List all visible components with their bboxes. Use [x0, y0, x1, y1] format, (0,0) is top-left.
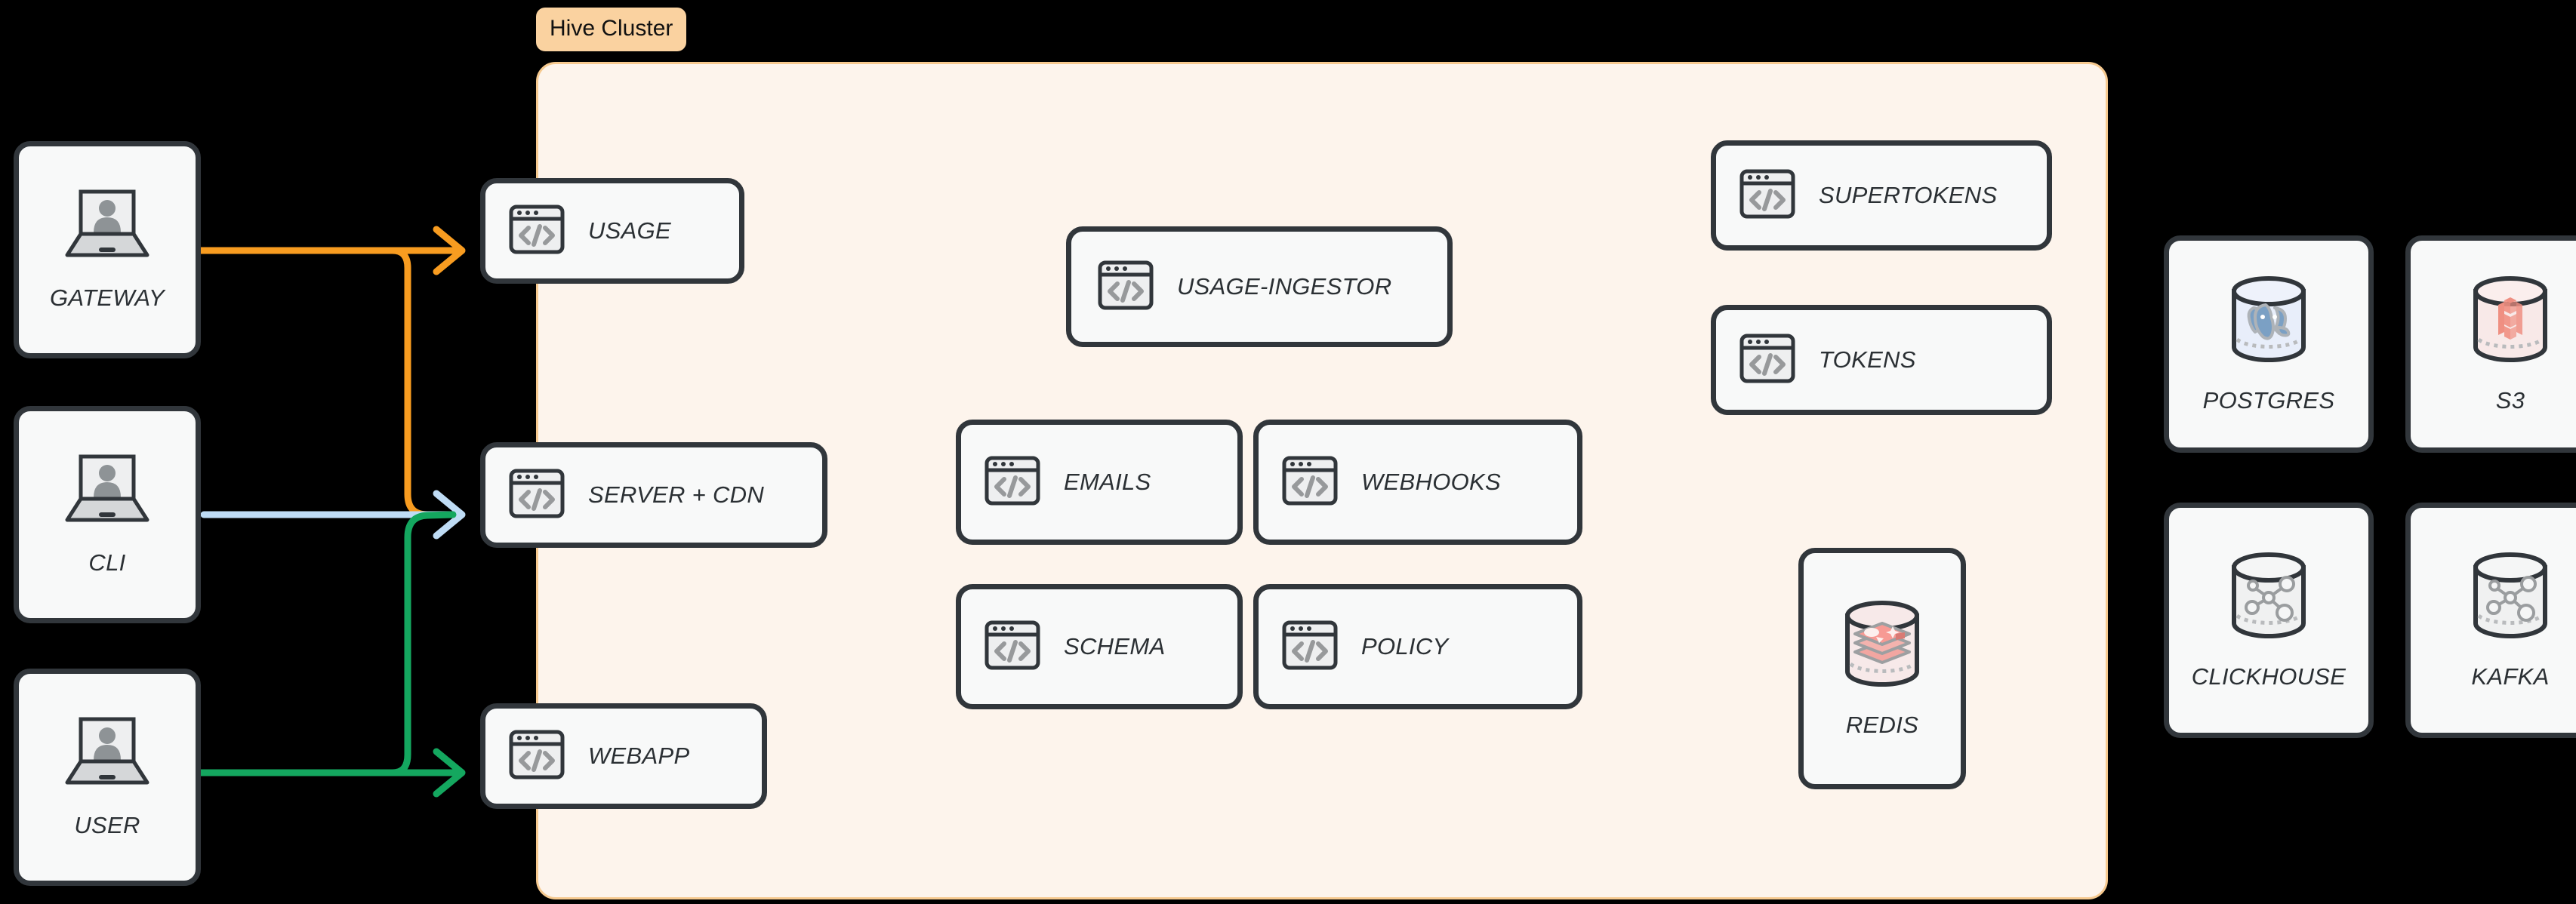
service-node-tokens-label: TOKENS — [1819, 346, 1916, 373]
service-node-usage[interactable]: USAGE — [480, 178, 744, 284]
code-window-icon — [1281, 452, 1339, 513]
redis-cylinder-icon — [1838, 599, 1926, 692]
service-node-webapp-label: WEBAPP — [588, 743, 690, 769]
client-node-gateway-label: GATEWAY — [50, 284, 165, 311]
arrowhead-server-cdn — [433, 490, 466, 540]
arrowhead-usage — [433, 226, 466, 275]
client-node-cli[interactable]: CLI — [14, 406, 201, 623]
service-node-supertokens[interactable]: SUPERTOKENS — [1711, 140, 2052, 251]
service-node-usage-ingestor[interactable]: USAGE-INGESTOR — [1066, 226, 1453, 347]
s3-cylinder-icon — [2467, 275, 2554, 367]
service-node-policy-label: POLICY — [1361, 633, 1449, 660]
code-window-icon — [508, 201, 565, 262]
laptop-user-icon — [60, 189, 155, 265]
service-node-emails[interactable]: EMAILS — [956, 420, 1243, 545]
service-node-emails-label: EMAILS — [1064, 469, 1151, 495]
datastore-node-s3[interactable]: S3 — [2405, 235, 2576, 453]
hive-cluster-badge: Hive Cluster — [536, 8, 687, 51]
code-window-icon — [508, 465, 565, 526]
connector-gateway-to-usage — [197, 247, 457, 518]
datastore-node-clickhouse[interactable]: CLICKHOUSE — [2164, 503, 2374, 738]
service-node-schema[interactable]: SCHEMA — [956, 584, 1243, 709]
datastore-node-clickhouse-label: CLICKHOUSE — [2191, 663, 2346, 690]
service-node-usage-label: USAGE — [588, 217, 672, 244]
service-node-server-cdn-label: SERVER + CDN — [588, 481, 765, 508]
code-window-icon — [1739, 330, 1796, 391]
datastore-node-s3-label: S3 — [2495, 386, 2525, 414]
client-node-gateway[interactable]: GATEWAY — [14, 141, 201, 358]
laptop-user-icon — [60, 716, 155, 792]
code-window-icon — [1739, 165, 1796, 226]
code-window-icon — [984, 452, 1041, 513]
network-cylinder-icon — [2225, 551, 2313, 644]
client-node-user[interactable]: USER — [14, 669, 201, 886]
datastore-node-redis-label: REDIS — [1845, 711, 1919, 738]
service-node-server-cdn[interactable]: SERVER + CDN — [480, 442, 827, 548]
service-node-policy[interactable]: POLICY — [1253, 584, 1582, 709]
hive-cluster-badge-label: Hive Cluster — [550, 16, 673, 41]
service-node-supertokens-label: SUPERTOKENS — [1819, 182, 1998, 208]
code-window-icon — [508, 726, 565, 787]
client-node-cli-label: CLI — [88, 549, 126, 576]
service-node-schema-label: SCHEMA — [1064, 633, 1166, 660]
client-node-user-label: USER — [74, 811, 140, 838]
service-node-usage-ingestor-label: USAGE-INGESTOR — [1177, 273, 1392, 300]
laptop-user-icon — [60, 454, 155, 530]
datastore-node-postgres-label: POSTGRES — [2202, 386, 2335, 414]
service-node-webapp[interactable]: WEBAPP — [480, 703, 767, 809]
service-node-webhooks-label: WEBHOOKS — [1361, 469, 1501, 495]
service-node-webhooks[interactable]: WEBHOOKS — [1253, 420, 1582, 545]
datastore-node-postgres[interactable]: POSTGRES — [2164, 235, 2374, 453]
code-window-icon — [984, 617, 1041, 678]
network-cylinder-icon — [2467, 551, 2554, 644]
arrowhead-webapp — [433, 748, 466, 798]
datastore-node-redis[interactable]: REDIS — [1798, 548, 1966, 789]
connector-user-to-server-cdn — [197, 511, 457, 776]
service-node-tokens[interactable]: TOKENS — [1711, 305, 2052, 415]
datastore-node-kafka[interactable]: KAFKA — [2405, 503, 2576, 738]
code-window-icon — [1281, 617, 1339, 678]
code-window-icon — [1097, 257, 1154, 318]
datastore-node-kafka-label: KAFKA — [2471, 663, 2550, 690]
postgres-cylinder-icon — [2225, 275, 2313, 367]
